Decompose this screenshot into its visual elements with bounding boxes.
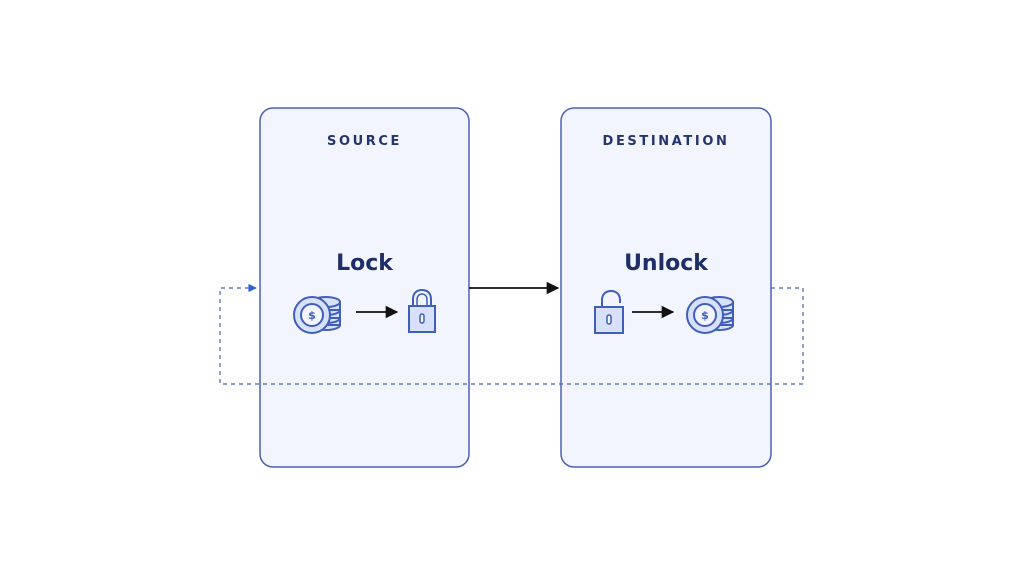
source-panel: SOURCE Lock $ [259, 107, 470, 468]
coin-symbol: $ [308, 309, 316, 322]
destination-title: DESTINATION [603, 134, 730, 149]
source-title: SOURCE [327, 134, 402, 149]
return-loop [219, 283, 804, 385]
coins-icon: $ [293, 296, 341, 334]
coins-icon: $ [686, 296, 734, 334]
unlock-label: Unlock [624, 251, 709, 276]
coin-symbol: $ [701, 309, 709, 322]
lock-open-icon [594, 289, 624, 334]
destination-panel: DESTINATION Unlock $ [560, 107, 772, 468]
lock-closed-icon [408, 288, 436, 333]
lock-label: Lock [336, 251, 394, 276]
